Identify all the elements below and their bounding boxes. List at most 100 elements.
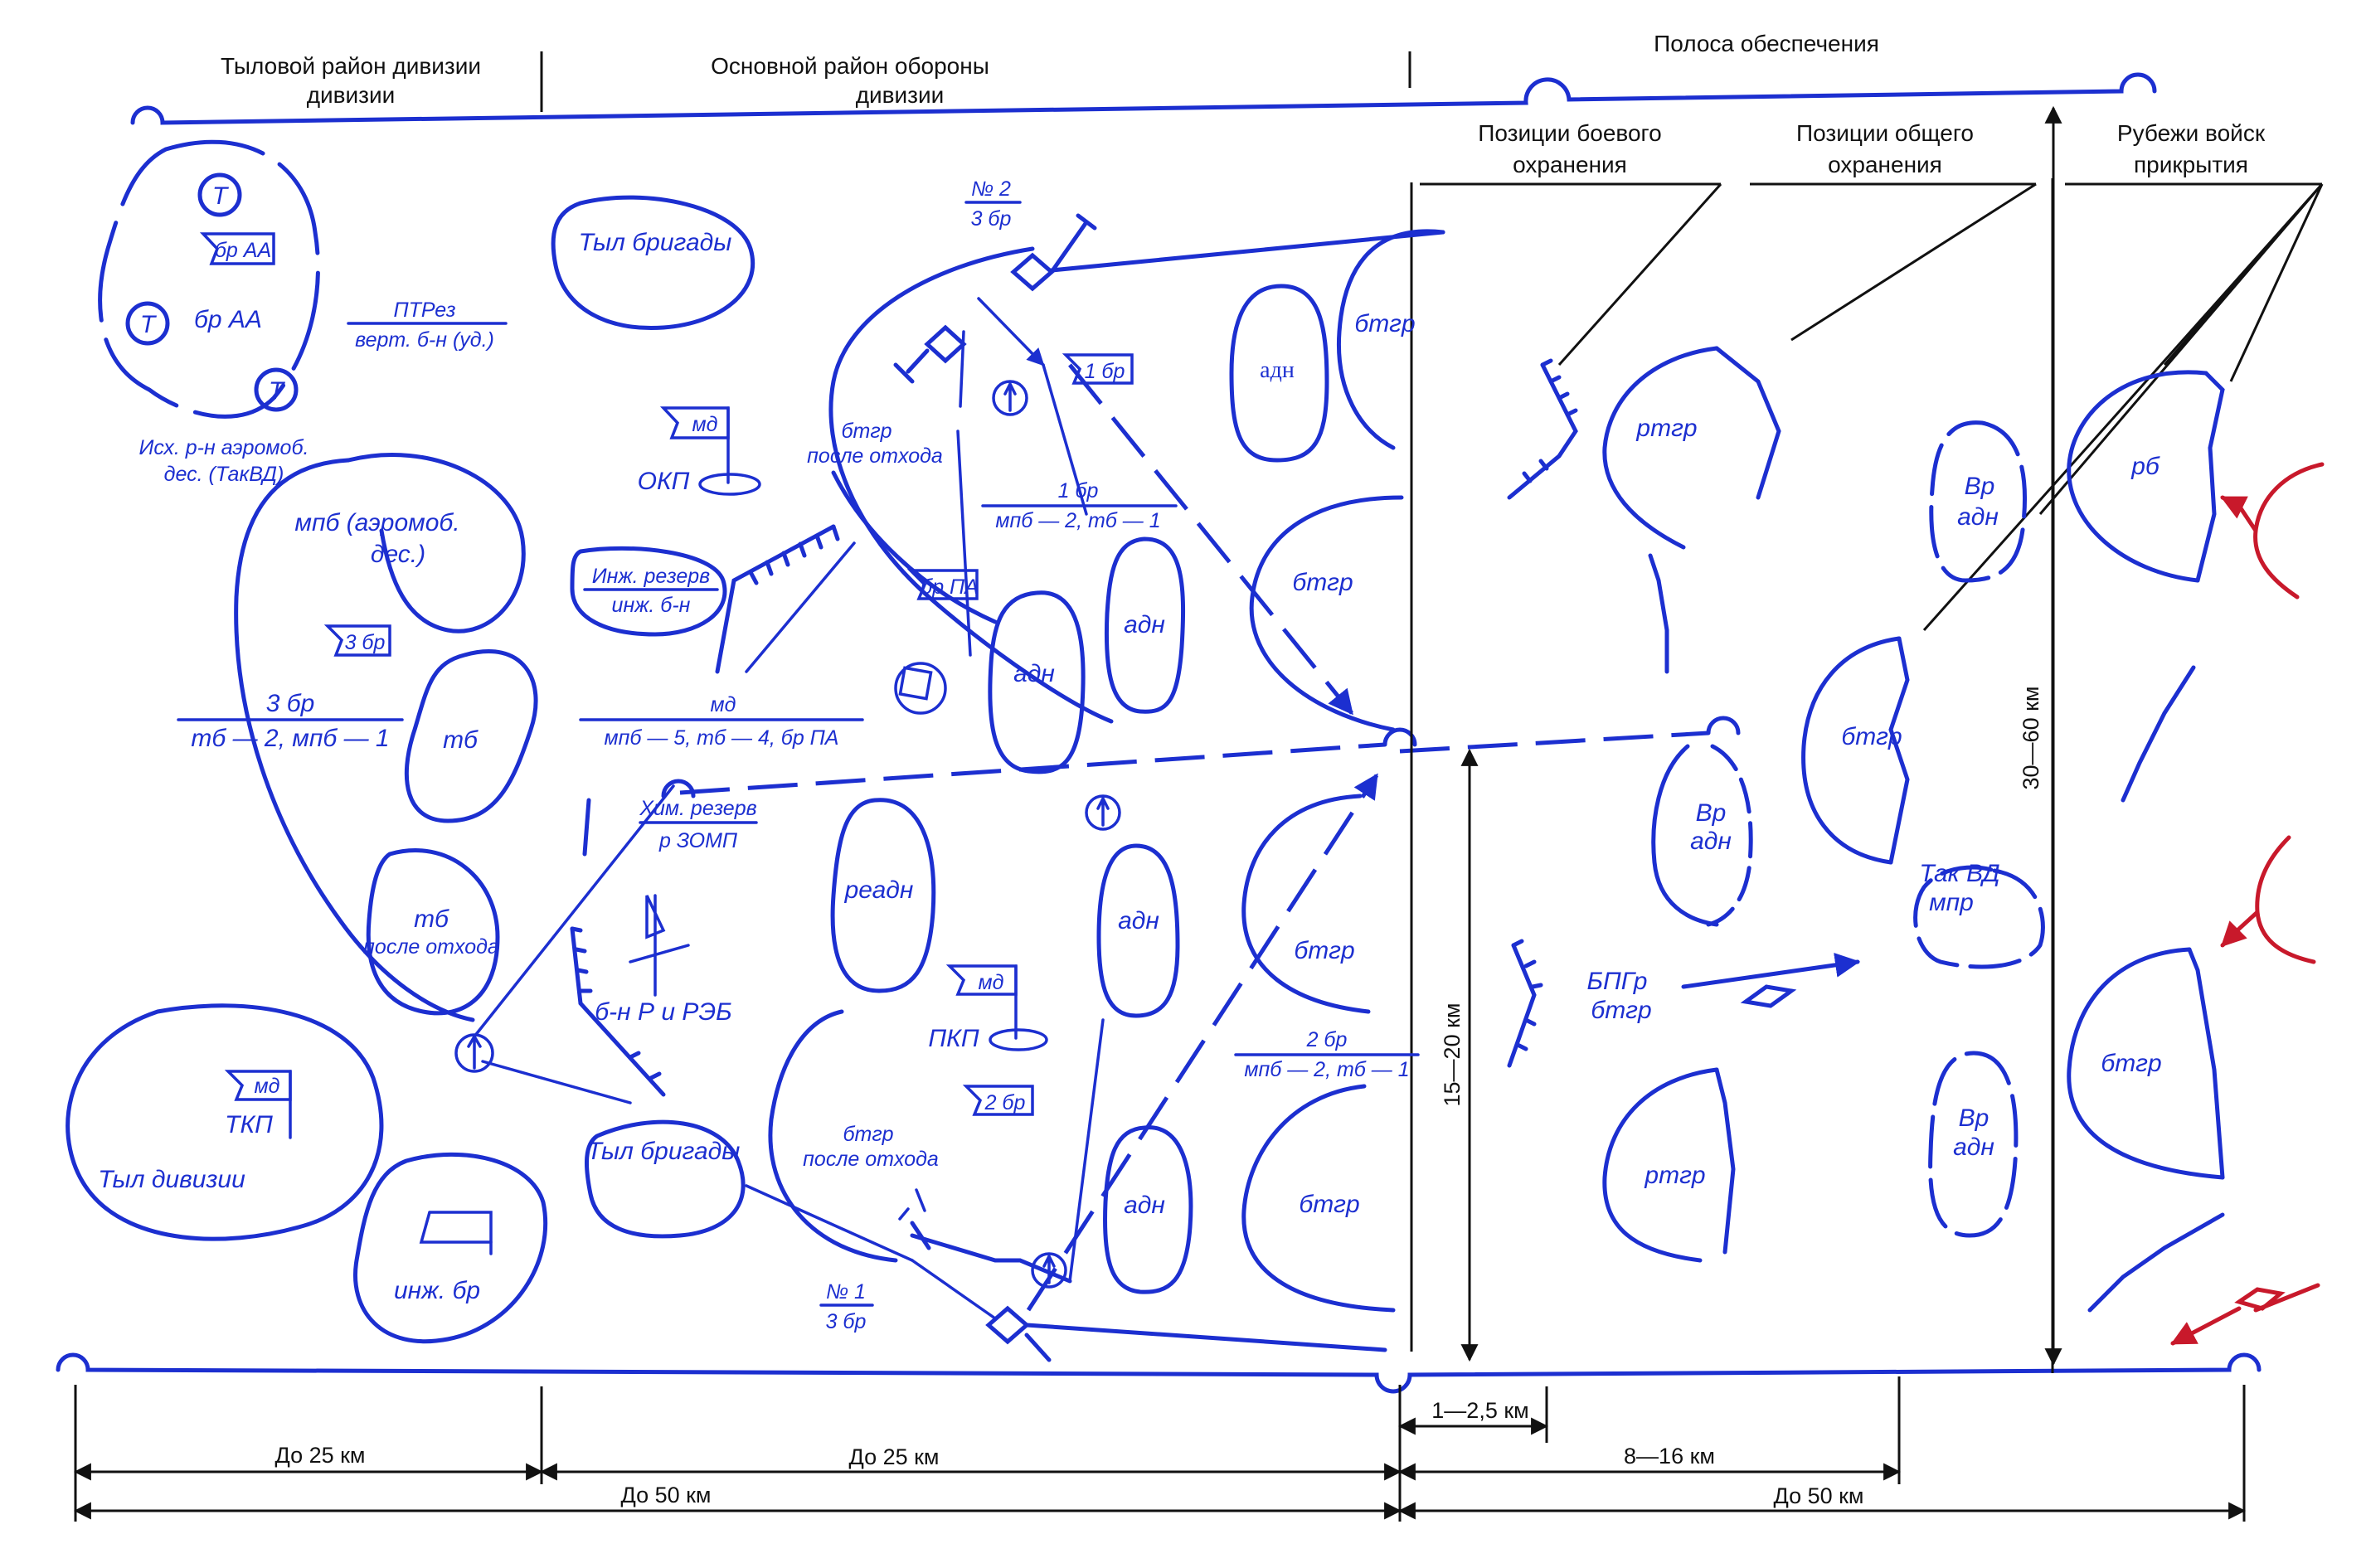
btgr-label-4: бтгр bbox=[1299, 1191, 1359, 1218]
brigade-2-title: 2 бр bbox=[1306, 1028, 1348, 1051]
cp2-title: № 2 bbox=[971, 177, 1011, 201]
cp1-title: № 1 bbox=[826, 1280, 866, 1303]
brigade-3-flag-icon bbox=[323, 624, 391, 657]
btgr-after-bottom: бтгр после отхода 2 бр 2 бр мпб — 2, тб … bbox=[768, 1009, 1420, 1263]
brigade-1-flag-icon bbox=[1062, 353, 1134, 385]
okp-flag-label: мд bbox=[692, 413, 718, 436]
adn-label-5: адн bbox=[1124, 1192, 1165, 1219]
vr-adn-label-1: адн bbox=[1690, 828, 1732, 855]
cp2-unit: 3 бр bbox=[971, 207, 1012, 231]
brigade-2-composition: мпб — 2, тб — 1 bbox=[1244, 1058, 1409, 1081]
tb-after-label: после отхода bbox=[363, 935, 499, 959]
engineer-flag-icon bbox=[428, 1211, 493, 1255]
command-post-links bbox=[454, 541, 997, 1320]
chem-reserve-unit: р ЗОМП bbox=[658, 829, 738, 852]
btgr-label-1: бтгр bbox=[1354, 310, 1415, 337]
header-combat-outposts-2: охранения bbox=[1513, 152, 1627, 177]
enemy-forces bbox=[2170, 462, 2325, 1346]
dim-main-depth: До 25 км bbox=[848, 1444, 939, 1469]
brigade-rear-bottom: Тыл бригады bbox=[585, 1119, 746, 1239]
recon-ew-icon bbox=[629, 894, 690, 997]
reactive-battalion: реадн bbox=[830, 794, 1121, 1289]
vr-title-1: Вр bbox=[1696, 799, 1727, 827]
t-symbol-1-icon: Т bbox=[212, 182, 230, 210]
dim-brigade-front: 15—20 км bbox=[1440, 1003, 1465, 1107]
dim-combat-outpost: 1—2,5 км bbox=[1431, 1398, 1528, 1423]
combat-outposts bbox=[1507, 358, 1578, 1068]
pkp-flag-icon bbox=[945, 964, 1018, 996]
brigade-rear-top: Тыл бригады bbox=[551, 195, 755, 331]
command-post-2: № 2 3 бр bbox=[828, 177, 1445, 724]
rtgr-label-1: ртгр bbox=[1635, 415, 1697, 442]
t-symbol-2-icon: Т bbox=[140, 311, 158, 338]
header-rear-area-2: дивизии bbox=[307, 82, 396, 108]
cp1-unit: 3 бр bbox=[826, 1310, 867, 1333]
btgr-label-5: бтгр bbox=[1841, 723, 1902, 750]
btgr-after-top-title: бтгр bbox=[841, 420, 892, 443]
brigade-3-composition: тб — 2, мпб — 1 bbox=[191, 725, 389, 752]
zone-separators bbox=[540, 51, 2324, 1373]
dimension-lines bbox=[73, 105, 2247, 1522]
artillery-flag-label: бр ПА bbox=[921, 575, 979, 599]
okp-label: ОКП bbox=[638, 468, 690, 495]
btgr-after-top-label: после отхода bbox=[807, 444, 943, 468]
header-covering-2: прикрытия bbox=[2134, 152, 2248, 177]
main-area-positions bbox=[570, 524, 840, 1097]
brigade-3-title: 3 бр bbox=[266, 690, 315, 717]
tkp-label: ТКП bbox=[225, 1111, 273, 1138]
header-rear-area: Тыловой район дивизии bbox=[221, 53, 481, 79]
division-boundaries bbox=[56, 72, 2262, 1394]
engineer-reserve: Инж. резерв инж. б-н bbox=[570, 546, 727, 637]
btgr-label-6: бтгр bbox=[2101, 1050, 2161, 1077]
brigade-3-area: мпб (аэромоб. дес.) 3 бр 3 бр тб — 2, мп… bbox=[177, 452, 538, 1022]
general-outposts: ртгр ртгр Вр адн БПГр бтгр bbox=[1587, 346, 1860, 1263]
rb-label: рб bbox=[2130, 453, 2160, 480]
artillery-flag-icon bbox=[906, 569, 979, 600]
adn-label-3: адн bbox=[1260, 357, 1295, 383]
aa-flag-label: бр АА bbox=[215, 239, 271, 262]
engineer-brigade-label: инж. бр bbox=[394, 1277, 480, 1304]
tac-airborne-title: Так ВД bbox=[1919, 860, 1999, 887]
command-post-1: № 1 3 бр bbox=[819, 363, 1387, 1362]
aa-brigade-label: бр АА bbox=[194, 306, 262, 333]
header-main-area-1: Основной район обороны bbox=[711, 53, 989, 79]
header-combat-outposts-1: Позиции боевого bbox=[1478, 120, 1661, 146]
chem-reserve: Хим. резерв р ЗОМП б-н Р и РЭБ bbox=[595, 797, 758, 1026]
brigade-1: 1 бр 1 бр мпб — 2, тб — 1 бр ПА bbox=[894, 353, 1178, 715]
vr-title-2: Вр bbox=[1965, 473, 1995, 500]
engineer-reserve-title: Инж. резерв bbox=[592, 565, 710, 588]
brigade-3-flag-label: 3 бр bbox=[345, 631, 386, 654]
engineer-reserve-unit: инж. б-н bbox=[612, 594, 691, 617]
brigade-1-flag-label: 1 бр bbox=[1085, 360, 1125, 383]
airmobile-start-1: Исх. р-н аэромоб. bbox=[139, 436, 309, 459]
okp: мд ОКП bbox=[638, 406, 761, 496]
division-rear-label: Тыл дивизии bbox=[98, 1166, 245, 1193]
brigade-1-title: 1 бр bbox=[1058, 479, 1099, 502]
header-security-zone: Полоса обеспечения bbox=[1654, 31, 1879, 56]
dim-total-depth: До 50 км bbox=[620, 1483, 711, 1507]
pkp-label: ПКП bbox=[928, 1025, 979, 1052]
mpb-label-1: мпб (аэромоб. bbox=[294, 509, 459, 536]
airmobile-start-2: дес. (ТакВД) bbox=[164, 463, 284, 486]
adn-label-2: адн bbox=[1124, 611, 1165, 638]
btgr-after-top: бтгр после отхода bbox=[807, 420, 998, 624]
bpgr-title: БПГр bbox=[1587, 968, 1648, 995]
mpb-label-2: дес.) bbox=[371, 541, 425, 568]
btgr-label-3: бтгр bbox=[1294, 937, 1354, 964]
chem-reserve-title: Хим. резерв bbox=[639, 797, 756, 820]
artillery-battalions: адн адн адн адн адн bbox=[988, 284, 1329, 1294]
general-outposts-right: Вр адн бтгр Так ВД мпр Вр адн bbox=[1801, 420, 2045, 1238]
pkp-flag-label: мд bbox=[979, 971, 1004, 994]
adn-label-1: адн bbox=[1013, 660, 1055, 687]
vr-adn-label-2: адн bbox=[1957, 503, 1999, 531]
brigade-rear-top-label: Тыл бригады bbox=[579, 229, 732, 256]
tb-after-title: тб bbox=[414, 905, 449, 933]
dim-general-outpost: 8—16 км bbox=[1624, 1444, 1715, 1468]
brigade-2-flag-icon bbox=[962, 1085, 1034, 1116]
tb-label: тб bbox=[443, 726, 479, 754]
tkp-flag-label: мд bbox=[255, 1075, 280, 1098]
tac-airborne-unit: мпр bbox=[1929, 889, 1974, 916]
vr-adn-label-3: адн bbox=[1953, 1134, 1994, 1161]
pkp: мд ПКП bbox=[928, 964, 1048, 1052]
